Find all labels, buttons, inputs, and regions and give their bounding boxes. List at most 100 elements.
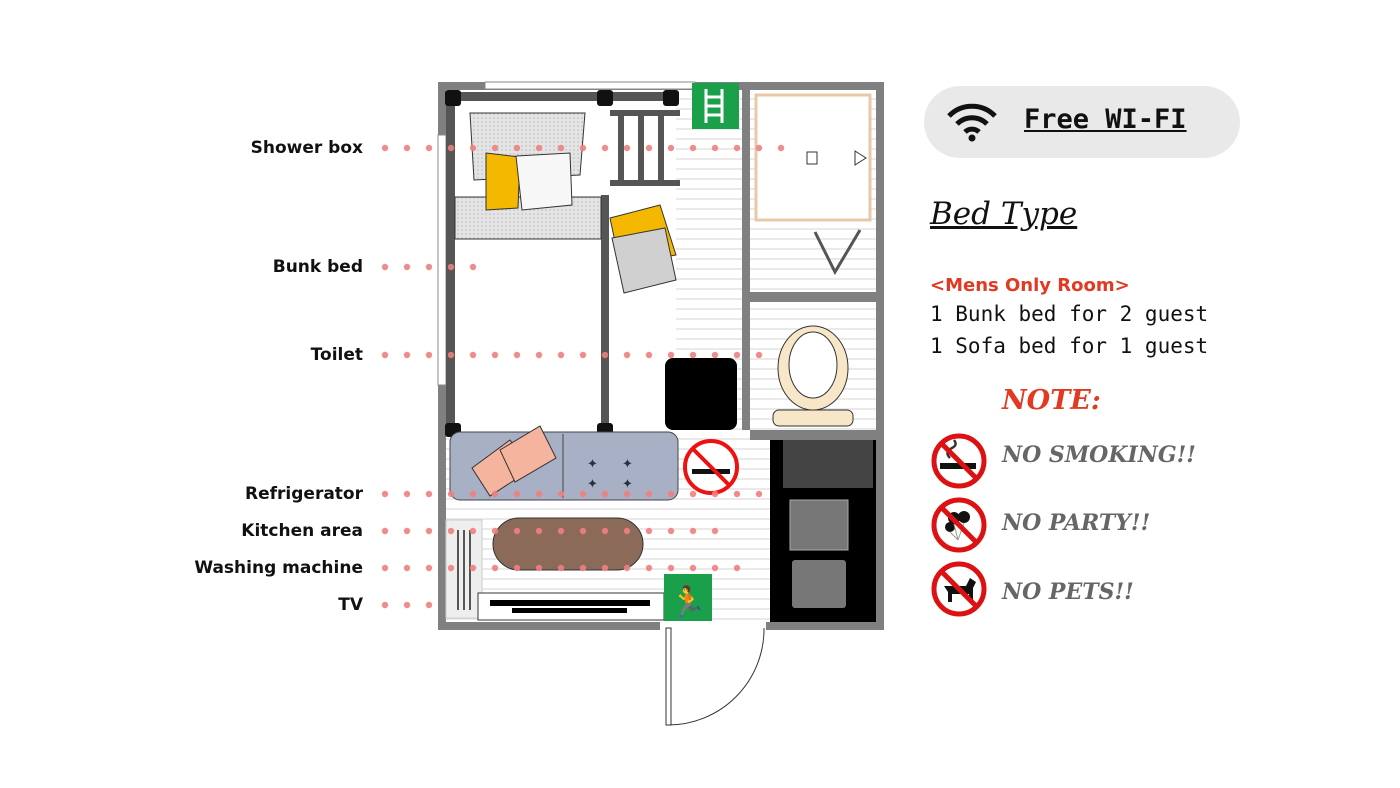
leader-dot — [557, 490, 565, 498]
leader-dot — [491, 144, 499, 152]
leader-dot — [777, 144, 785, 152]
leader-dot — [403, 564, 411, 572]
leader-dot — [491, 490, 499, 498]
bed-type-title: Bed Type — [930, 196, 1078, 232]
leader-dot — [557, 351, 565, 359]
leader-dot — [425, 601, 433, 609]
svg-text:✦: ✦ — [587, 477, 598, 492]
leader-dot — [447, 144, 455, 152]
leader-dot — [535, 564, 543, 572]
rule-label: NO PARTY!! — [1002, 510, 1151, 536]
leader-dot — [447, 527, 455, 535]
leader-dot — [403, 601, 411, 609]
leader-dot — [513, 490, 521, 498]
leader-dot — [447, 263, 455, 271]
leader-dot — [447, 351, 455, 359]
leader-dot — [755, 144, 763, 152]
leader-dot — [579, 351, 587, 359]
leader-dot — [579, 144, 587, 152]
leader-dot — [535, 351, 543, 359]
leader-dot — [711, 564, 719, 572]
leader-dot — [469, 351, 477, 359]
leader-dot — [711, 527, 719, 535]
window-left — [437, 134, 447, 386]
leader-dot — [689, 490, 697, 498]
leader-dot — [403, 527, 411, 535]
leader-dot — [711, 490, 719, 498]
sofa-bed: ✦✦ ✦✦ — [449, 425, 679, 501]
leader-dot — [425, 263, 433, 271]
rule-label: NO PETS!! — [1002, 579, 1134, 605]
leader-dot — [667, 144, 675, 152]
leader-dot — [667, 564, 675, 572]
toilet — [772, 325, 854, 427]
leader-dot — [557, 527, 565, 535]
leader-dot — [689, 351, 697, 359]
shower-box — [754, 93, 872, 222]
entrance-door — [660, 621, 766, 726]
leader-dot — [425, 564, 433, 572]
leader-dot — [513, 351, 521, 359]
leader-dot — [645, 351, 653, 359]
leader-dot — [733, 564, 741, 572]
leader-dot — [601, 527, 609, 535]
leader-dot — [667, 527, 675, 535]
leader-dot — [447, 490, 455, 498]
room-label: Refrigerator — [245, 484, 363, 504]
leader-dot — [755, 490, 763, 498]
leader-dot — [601, 351, 609, 359]
leader-dot — [733, 490, 741, 498]
leader-dot — [535, 527, 543, 535]
leader-dot — [579, 564, 587, 572]
leader-dot — [513, 564, 521, 572]
leader-dot — [535, 144, 543, 152]
svg-text:✦: ✦ — [587, 457, 598, 472]
tv-stand — [477, 592, 665, 621]
leader-dot — [425, 490, 433, 498]
leader-dot — [689, 144, 697, 152]
leader-dot — [733, 351, 741, 359]
leader-lines — [381, 144, 785, 609]
rule-label: NO SMOKING!! — [1002, 442, 1196, 468]
room-label: Shower box — [250, 138, 363, 158]
leader-dot — [491, 351, 499, 359]
emergency-exit-sign — [664, 574, 712, 622]
room-label: Washing machine — [194, 558, 363, 578]
leader-dot — [623, 527, 631, 535]
leader-dot — [469, 490, 477, 498]
leader-dot — [469, 263, 477, 271]
bunk-bed — [445, 90, 680, 437]
leader-dot — [469, 144, 477, 152]
leader-dot — [403, 351, 411, 359]
leader-dot — [601, 144, 609, 152]
no-party-icon — [931, 497, 987, 553]
leader-dot — [557, 144, 565, 152]
leader-dot — [469, 564, 477, 572]
leader-dot — [513, 527, 521, 535]
bathroom — [742, 90, 876, 440]
leader-dot — [469, 527, 477, 535]
leader-dot — [425, 351, 433, 359]
leader-dot — [689, 564, 697, 572]
room-label: Bunk bed — [272, 257, 363, 277]
leader-dot — [381, 527, 389, 535]
leader-dot — [667, 490, 675, 498]
leader-dot — [381, 490, 389, 498]
no-pets-icon — [931, 561, 987, 617]
leader-dot — [535, 490, 543, 498]
room-label: TV — [338, 595, 363, 615]
fridge — [665, 358, 737, 430]
leader-dot — [425, 144, 433, 152]
note-title: NOTE: — [1002, 385, 1101, 416]
leader-dot — [645, 564, 653, 572]
room-label: Kitchen area — [241, 521, 363, 541]
leader-dot — [711, 144, 719, 152]
leader-dot — [425, 527, 433, 535]
leader-dot — [645, 490, 653, 498]
leader-dot — [711, 351, 719, 359]
leader-dot — [403, 144, 411, 152]
no-smoking-icon — [931, 433, 987, 489]
leader-dot — [403, 263, 411, 271]
kitchen — [770, 440, 876, 622]
